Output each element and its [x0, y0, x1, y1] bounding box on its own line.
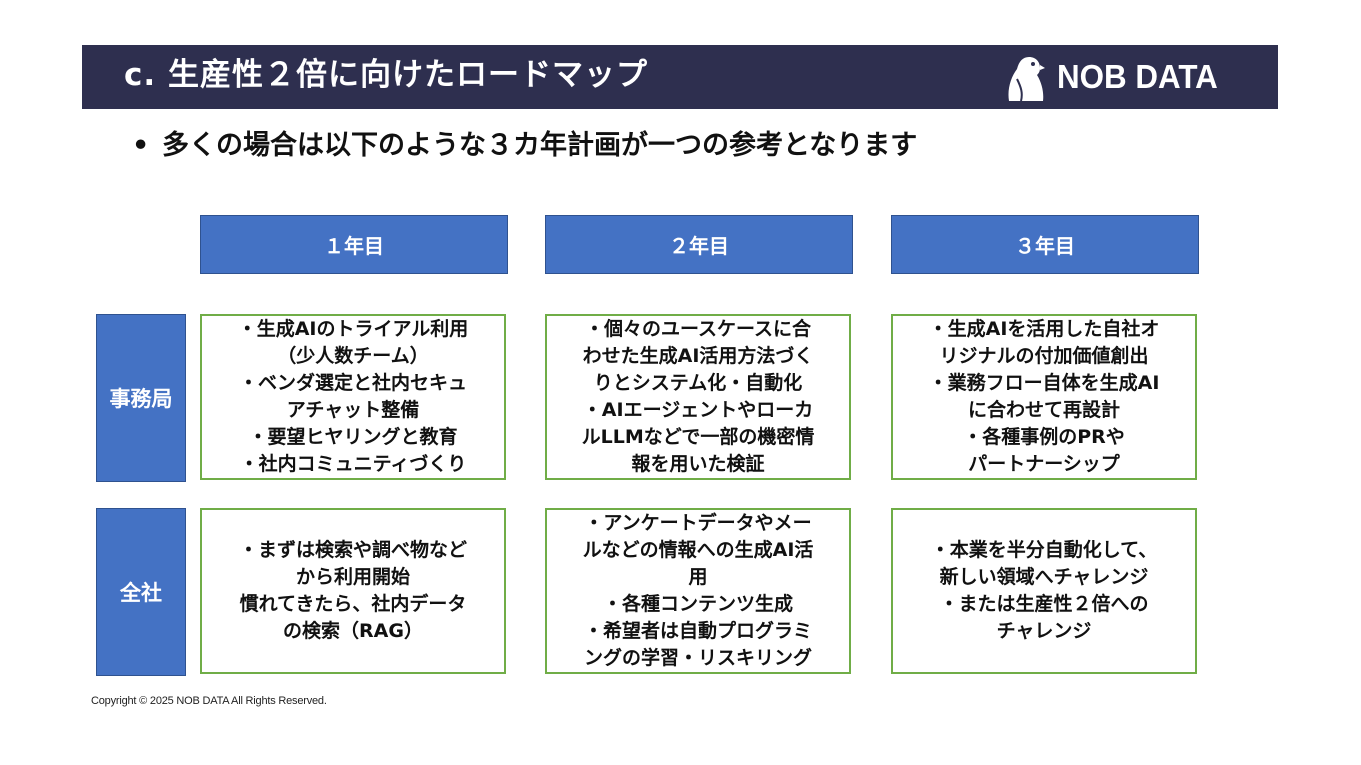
cell-line: ・個々のユースケースに合: [584, 318, 812, 340]
copyright-text: Copyright © 2025 NOB DATA All Rights Res…: [91, 695, 327, 707]
row-label-company: 全社: [96, 508, 186, 676]
cell-company-year2: ・アンケートデータやメー ルなどの情報への生成AI活 用 ・各種コンテンツ生成 …: [545, 508, 851, 674]
cell-company-year3: ・本業を半分自動化して、 新しい領域へチャレンジ ・または生産性２倍への チャレ…: [891, 508, 1197, 674]
year-header-1: １年目: [200, 215, 508, 274]
bird-logo-icon: [1008, 57, 1045, 101]
slide-title: c. 生産性２倍に向けたロードマップ: [124, 57, 648, 93]
cell-line: アチャット整備: [286, 399, 420, 421]
cell-secretariat-year3: ・生成AIを活用した自社オ リジナルの付加価値創出 ・業務フロー自体を生成AI …: [891, 314, 1197, 480]
cell-line: 用: [688, 566, 708, 588]
cell-line: 報を用いた検証: [631, 453, 765, 475]
cell-line: ・ベンダ選定と社内セキュ: [238, 372, 467, 394]
cell-line: ・希望者は自動プログラミ: [583, 620, 812, 642]
cell-secretariat-year1: ・生成AIのトライアル利用 （少人数チーム） ・ベンダ選定と社内セキュ アチャッ…: [200, 314, 506, 480]
cell-line: （少人数チーム）: [277, 345, 429, 367]
cell-line: わせた生成AI活用方法づく: [582, 345, 814, 367]
cell-line: パートナーシップ: [968, 453, 1120, 475]
cell-line: りとシステム化・自動化: [593, 372, 803, 394]
year-header-3: ３年目: [891, 215, 1199, 274]
cell-line: ・生成AIを活用した自社オ: [928, 318, 1160, 340]
cell-line: チャレンジ: [996, 620, 1092, 642]
logo: NOB DATA: [1003, 53, 1226, 101]
cell-company-year1: ・まずは検索や調べ物など から利用開始 慣れてきたら、社内データ の検索（RAG…: [200, 508, 506, 674]
logo-text: NOB DATA: [1056, 58, 1218, 95]
cell-line: リジナルの付加価値創出: [939, 345, 1149, 367]
cell-line: ルLLMなどで一部の機密情: [581, 426, 815, 448]
year-header-2: ２年目: [545, 215, 853, 274]
cell-secretariat-year2: ・個々のユースケースに合 わせた生成AI活用方法づく りとシステム化・自動化 ・…: [545, 314, 851, 480]
cell-line: ・各種事例のPRや: [963, 426, 1125, 448]
cell-line: ・各種コンテンツ生成: [602, 593, 793, 615]
cell-line: の検索（RAG）: [283, 620, 423, 642]
cell-line: ・生成AIのトライアル利用: [237, 318, 469, 340]
cell-line: ・AIエージェントやローカ: [582, 399, 814, 421]
header-bar: c. 生産性２倍に向けたロードマップ NOB DATA: [82, 45, 1278, 109]
row-label-secretariat: 事務局: [96, 314, 186, 482]
subtitle-text: 多くの場合は以下のような３カ年計画が一つの参考となります: [162, 130, 918, 161]
cell-line: から利用開始: [295, 566, 410, 588]
cell-line: 新しい領域へチャレンジ: [939, 566, 1149, 588]
bullet-icon: •: [132, 130, 150, 161]
cell-line: ングの学習・リスキリング: [583, 647, 812, 669]
cell-line: ・まずは検索や調べ物など: [238, 539, 467, 561]
cell-line: ・または生産性２倍への: [939, 593, 1149, 615]
cell-line: に合わせて再設計: [967, 399, 1120, 421]
cell-line: ・アンケートデータやメー: [584, 512, 812, 534]
subtitle: • 多くの場合は以下のような３カ年計画が一つの参考となります: [132, 126, 917, 166]
cell-line: ・本業を半分自動化して、: [930, 539, 1158, 561]
cell-line: 慣れてきたら、社内データ: [239, 593, 467, 615]
cell-line: ・業務フロー自体を生成AI: [928, 372, 1160, 394]
cell-line: ルなどの情報への生成AI活: [582, 539, 814, 561]
cell-line: ・社内コミュニティづくり: [239, 453, 467, 475]
cell-line: ・要望ヒヤリングと教育: [248, 426, 458, 448]
